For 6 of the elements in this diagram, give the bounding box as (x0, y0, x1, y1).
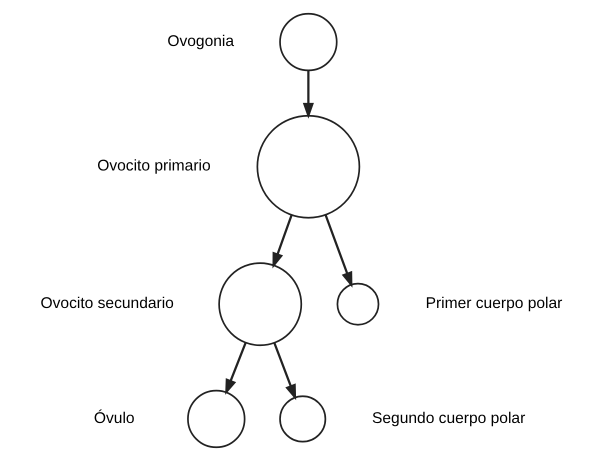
node-label: Ovocito primario (96, 158, 210, 175)
node-label: Ovocito secundario (40, 295, 174, 312)
node-label: Óvulo (93, 410, 134, 427)
node-label: Primer cuerpo polar (425, 295, 562, 312)
node-label: Segundo cuerpo polar (371, 410, 525, 427)
node-label: Ovogonia (166, 33, 234, 50)
